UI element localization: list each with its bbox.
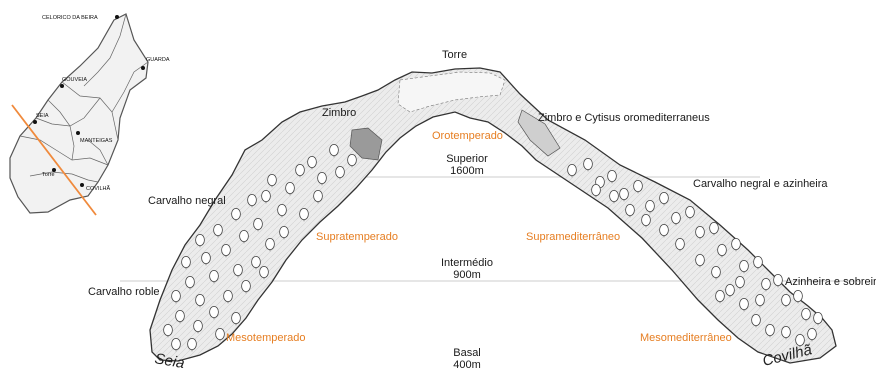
label-azinheira-sobreiro: Azinheira e sobreiro [785, 276, 876, 288]
label-carvalho-roble: Carvalho roble [88, 286, 160, 298]
band-basal-name: Basal [453, 347, 481, 359]
bio-mesomediterraneo: Mesomediterrâneo [640, 332, 732, 344]
label-carvalho-azinheira: Carvalho negral e azinheira [693, 178, 828, 190]
bio-supramediterraneo: Supramediterrâneo [526, 231, 620, 243]
map-label-manteigas: MANTEIGAS [80, 138, 113, 144]
band-superior-altitude: 1600m [450, 165, 484, 177]
bio-supratemperado: Supratemperado [316, 231, 398, 243]
map-label-seia: SEIA [36, 113, 49, 119]
label-zimbro-left: Zimbro [322, 107, 356, 119]
mountain-body [150, 68, 836, 363]
label-zimbro-cytisus: Zimbro e Cytisus oromediterraneus [538, 112, 710, 124]
band-basal-altitude: 400m [453, 359, 481, 371]
bio-mesotemperado: Mesotemperado [226, 332, 306, 344]
band-intermedio-name: Intermédio [441, 257, 493, 269]
map-label-guarda: GUARDA [146, 57, 170, 63]
band-intermedio-altitude: 900m [453, 269, 481, 281]
town-dot-guarda [141, 66, 145, 70]
town-dot-covilha [80, 183, 84, 187]
region-outline [10, 14, 148, 213]
map-label-celorico: CELORICO DA BEIRA [42, 15, 98, 21]
map-label-gouveia: GOUVEIA [62, 77, 87, 83]
town-dot-manteigas [76, 131, 80, 135]
map-label-covilha: COVILHÃ [86, 185, 110, 192]
town-dot-celorico [115, 15, 119, 19]
town-dot-gouveia [60, 84, 64, 88]
mountain-profile [150, 68, 836, 363]
town-dot-seia [33, 120, 37, 124]
label-torre: Torre [442, 49, 467, 61]
bio-orotemperado: Orotemperado [432, 130, 503, 142]
region-map: CELORICO DA BEIRA GUARDA GOUVEIA SEIA MA… [10, 14, 170, 215]
label-carvalho-negral: Carvalho negral [148, 195, 226, 207]
band-superior-name: Superior [446, 153, 488, 165]
map-label-torre: Torre [42, 172, 55, 178]
